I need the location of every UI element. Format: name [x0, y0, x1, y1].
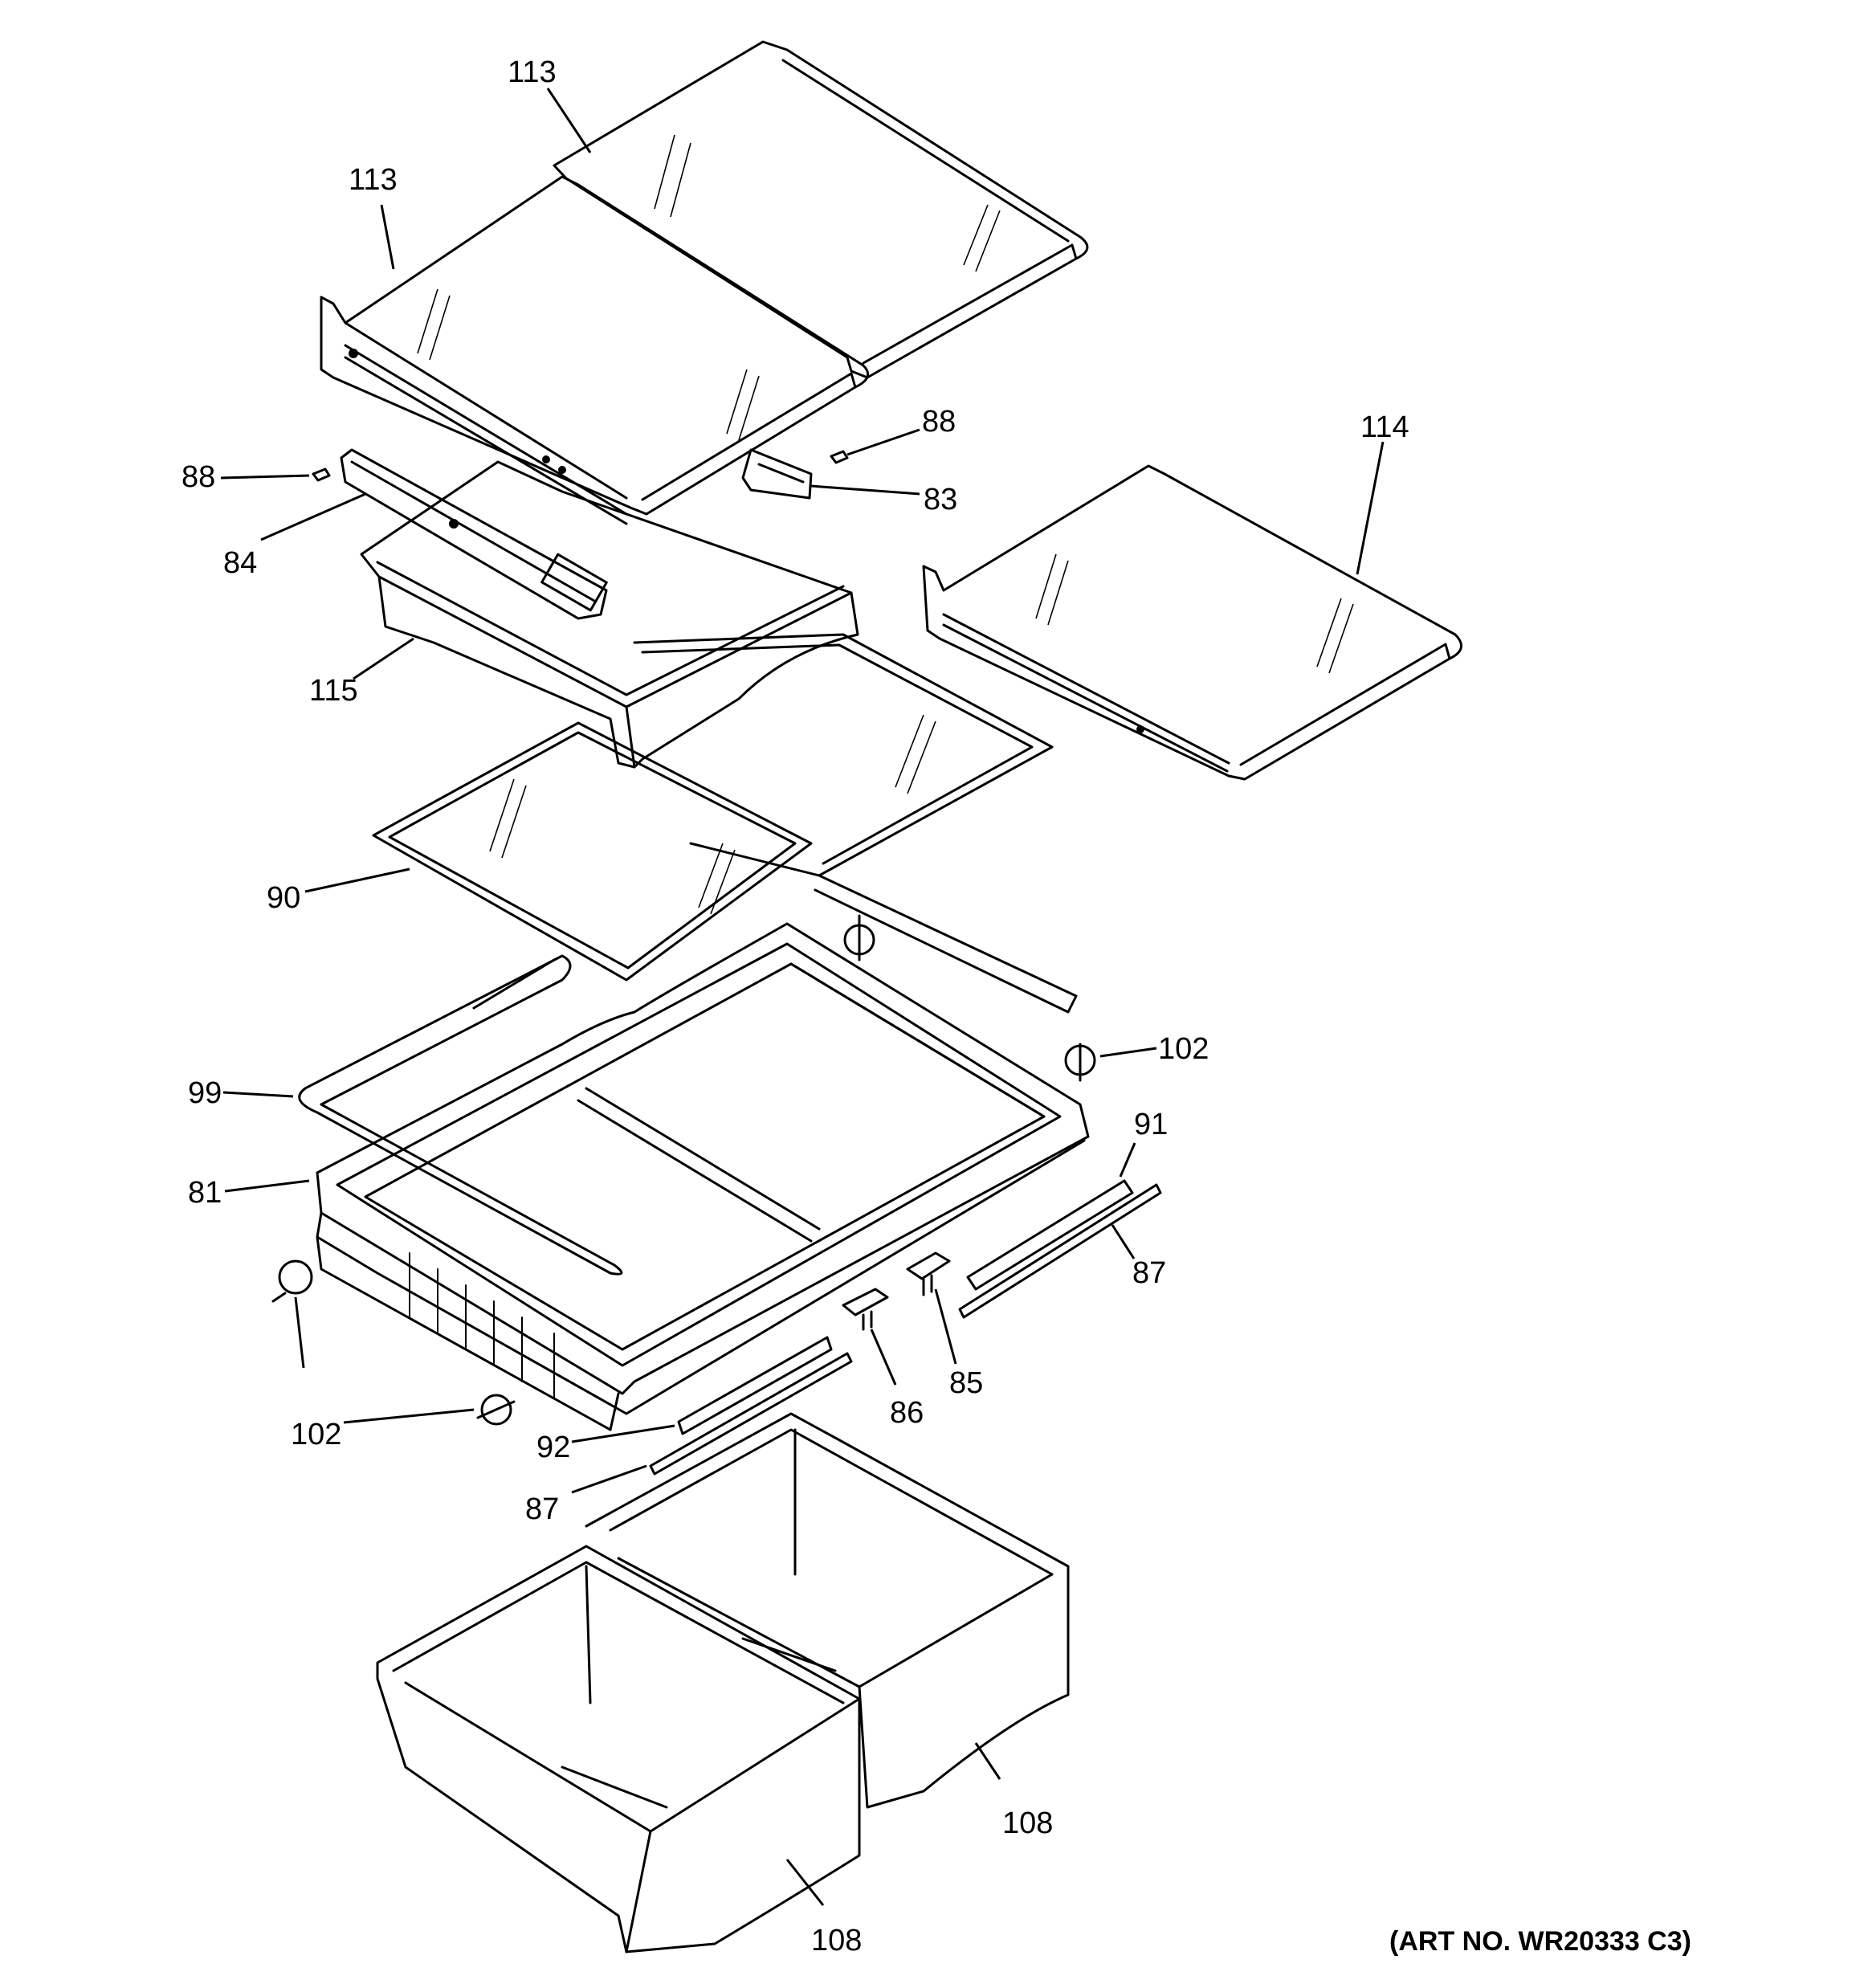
glass-panel-90-rear — [633, 633, 1054, 877]
callout-84: 84 — [223, 546, 257, 580]
rail-83 — [741, 448, 813, 500]
callout-108-front: 108 — [811, 1924, 862, 1957]
callout-labels: 113 113 88 88 83 84 114 115 90 102 99 91… — [181, 55, 1409, 1957]
rail-92 — [677, 1336, 833, 1435]
callout-99: 99 — [188, 1076, 222, 1110]
pan-115 — [360, 460, 859, 769]
shelf-113-rear — [553, 40, 1089, 379]
callout-113-front: 113 — [349, 163, 398, 197]
clip-86 — [842, 1288, 889, 1331]
endcap-102-bottom — [476, 1394, 516, 1426]
glass-panel-90-front — [372, 721, 813, 982]
rail-84 — [340, 448, 608, 620]
callout-87-right: 87 — [1132, 1256, 1166, 1290]
seal-99 — [298, 954, 623, 1276]
callout-113-rear: 113 — [508, 55, 557, 89]
rail-87-right — [958, 1183, 1162, 1319]
drawer-108-front — [376, 1545, 861, 1953]
endcap-102-left — [271, 1259, 313, 1303]
callout-115: 115 — [309, 674, 358, 708]
rail-87-left — [649, 1352, 853, 1476]
rail-91 — [966, 1179, 1134, 1291]
callout-81: 81 — [188, 1176, 222, 1210]
callout-102-right: 102 — [1158, 1032, 1209, 1066]
endcap-102-right — [1064, 1043, 1096, 1082]
screw-88-left — [312, 467, 331, 482]
callout-88-left: 88 — [181, 460, 215, 494]
callout-90: 90 — [267, 881, 300, 915]
callout-108-right: 108 — [1002, 1806, 1053, 1840]
callout-88-right: 88 — [922, 405, 956, 439]
callout-91: 91 — [1134, 1108, 1168, 1141]
callout-114: 114 — [1360, 410, 1409, 444]
leader-lines — [220, 88, 1385, 1906]
rear-strip — [814, 874, 1078, 1014]
clip-85 — [906, 1251, 951, 1296]
callout-83: 83 — [924, 483, 957, 516]
callout-102-left: 102 — [291, 1418, 341, 1451]
drawer-108-rear — [585, 1412, 1070, 1809]
cover-frame-81 — [316, 922, 1090, 1431]
callout-85: 85 — [949, 1366, 983, 1400]
shelf-114 — [922, 464, 1462, 781]
callout-92: 92 — [536, 1431, 570, 1464]
callout-87-left: 87 — [525, 1492, 559, 1526]
endcap-102-rear — [843, 914, 875, 961]
shelf-113-front — [320, 175, 870, 525]
art-number: (ART NO. WR20333 C3) — [1389, 1926, 1691, 1957]
screw-88-right — [830, 450, 849, 464]
callout-86: 86 — [890, 1396, 924, 1430]
